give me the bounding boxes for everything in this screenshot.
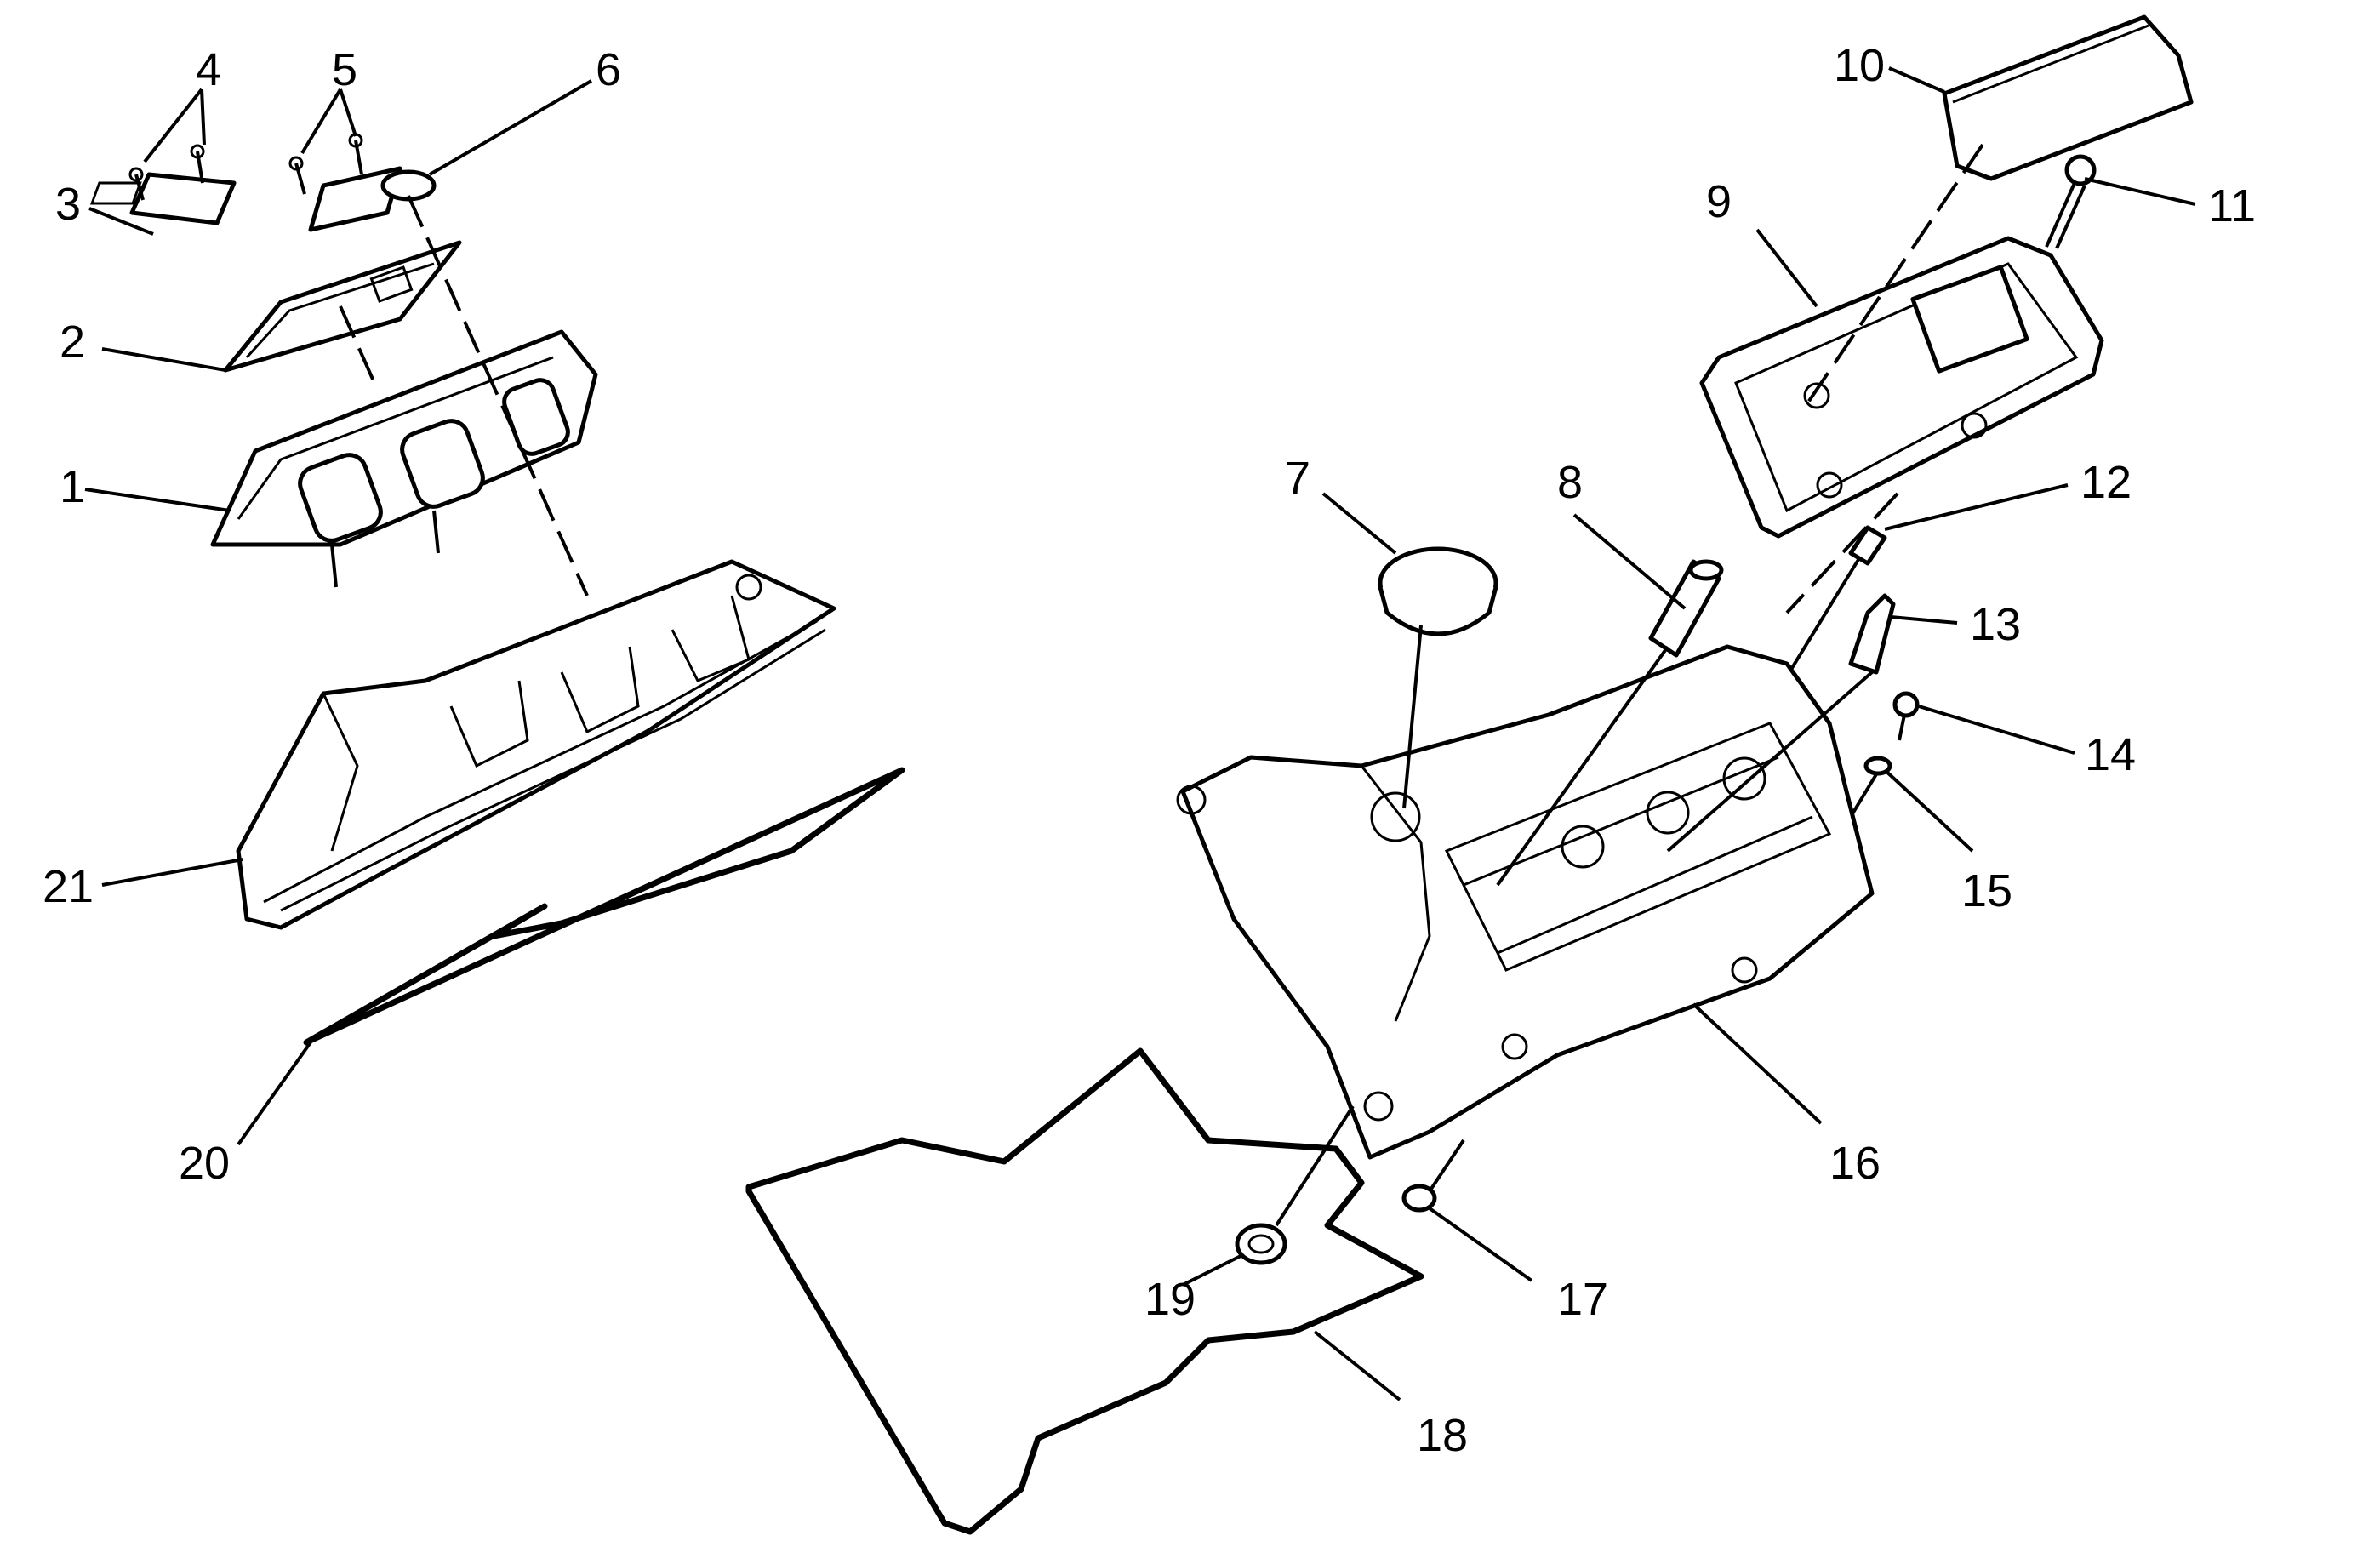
- bolt-part-14: [1892, 691, 1920, 741]
- alignment-line: [1785, 492, 1899, 614]
- callout-14: 14: [2085, 729, 2136, 780]
- bolt-part-11: [2045, 154, 2097, 249]
- filler-cap-part-7: [1378, 546, 1498, 636]
- alignment-line: [1428, 1139, 1465, 1193]
- callout-12: 12: [2080, 457, 2132, 508]
- callout-15: 15: [1961, 865, 2012, 916]
- callout-17: 17: [1557, 1274, 1608, 1325]
- bracket-part-3: [89, 172, 237, 225]
- plug-part-13: [1848, 593, 1896, 675]
- alignment-line: [1666, 671, 1874, 853]
- callout-5: 5: [332, 44, 357, 95]
- alignment-line: [339, 305, 376, 384]
- callout-3: 3: [55, 179, 81, 230]
- callout-7: 7: [1285, 453, 1310, 504]
- alignment-line: [407, 195, 589, 596]
- callout-18: 18: [1417, 1410, 1468, 1461]
- callout-13: 13: [1970, 599, 2021, 650]
- alignment-line: [1275, 1105, 1355, 1227]
- callout-16: 16: [1829, 1138, 1881, 1189]
- alignment-line: [1402, 625, 1423, 809]
- tube-part-8: [1648, 559, 1724, 658]
- gasket-part-18: [745, 1047, 1424, 1535]
- grommet-part-19: [1235, 1223, 1287, 1265]
- screws-part-4: [128, 144, 205, 201]
- callout-20: 20: [179, 1138, 230, 1189]
- callout-4: 4: [196, 44, 221, 95]
- callout-2: 2: [60, 317, 85, 368]
- callout-6: 6: [596, 44, 621, 95]
- callout-10: 10: [1834, 40, 1885, 91]
- coil-assembly-part-1: [210, 329, 598, 588]
- callout-19: 19: [1144, 1274, 1196, 1325]
- leader-lines: [84, 66, 2196, 1401]
- cover-plate-part-2: [223, 240, 462, 373]
- bracket-part-5: [288, 133, 437, 232]
- cover-part-10: [1942, 14, 2194, 181]
- callout-21: 21: [43, 861, 94, 912]
- alignment-line: [1802, 143, 1984, 410]
- camshaft-cover-part-21: [236, 559, 836, 930]
- alignment-line: [1496, 645, 1669, 887]
- gasket-part-20: [303, 767, 905, 1046]
- camshaft-cover-part-16: [1176, 644, 1875, 1160]
- module-housing-part-9: [1699, 236, 2104, 539]
- callout-9: 9: [1706, 176, 1732, 227]
- callout-8: 8: [1557, 457, 1583, 508]
- callout-11: 11: [2208, 180, 2256, 231]
- grommet-part-17: [1401, 1184, 1437, 1213]
- callout-1: 1: [60, 461, 85, 512]
